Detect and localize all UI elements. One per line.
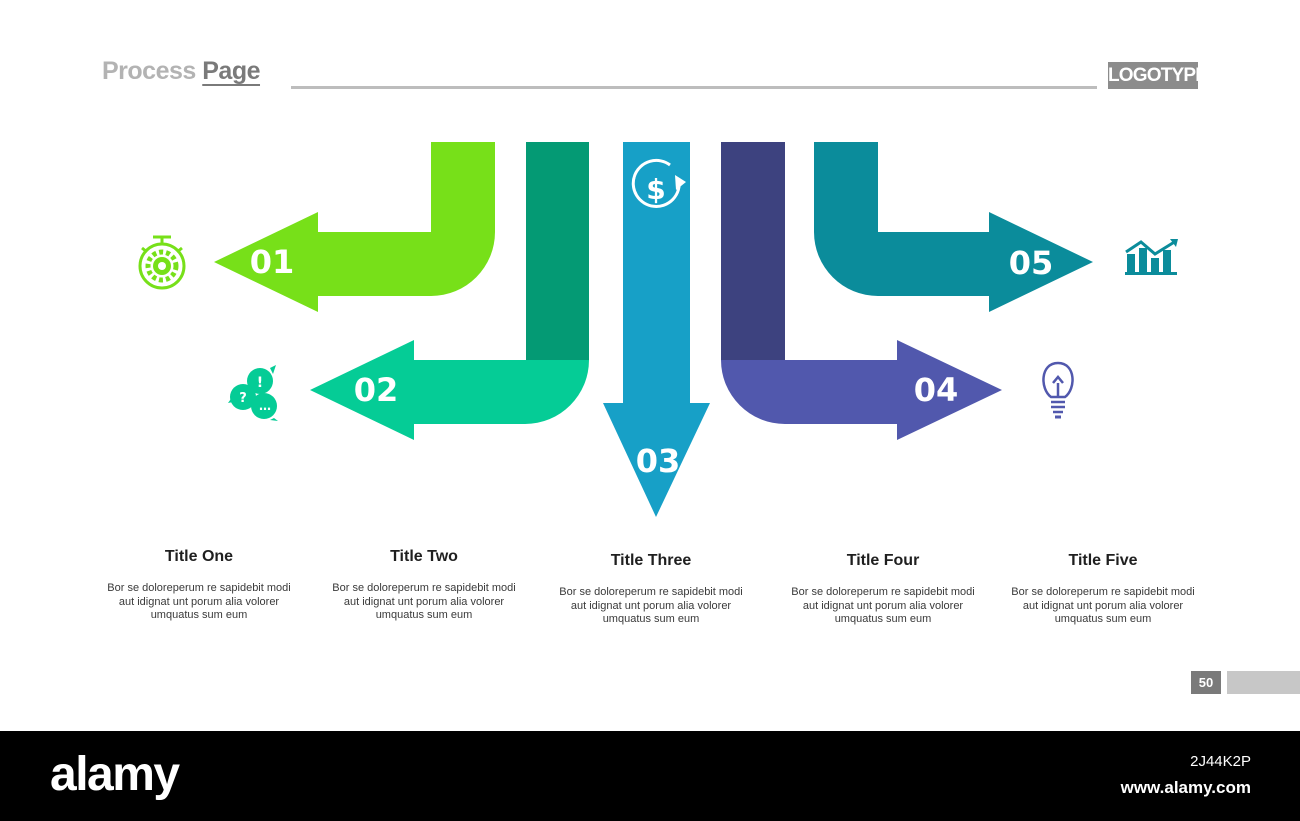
step-3-caption: Title Three Bor se doloreperum re sapide… [551, 552, 751, 627]
step-2-title: Title Two [390, 548, 458, 565]
step-3-text: Bor se doloreperum re sapidebit modi aut… [559, 586, 743, 625]
page-number-bar [1227, 671, 1300, 694]
step-1-caption: Title One Bor se doloreperum re sapidebi… [99, 548, 299, 623]
step-5-title: Title Five [1068, 552, 1138, 569]
arrow-02-stem [526, 142, 589, 360]
footer-image-id: 2J44K2P [1190, 753, 1251, 770]
page-title-part2: Page [202, 57, 261, 85]
lightbulb-icon [1042, 361, 1074, 419]
arrow-01-body [214, 142, 495, 312]
dollar-cycle-icon: $ [631, 158, 686, 208]
step-2-caption: Title Two Bor se doloreperum re sapidebi… [324, 548, 524, 623]
stopwatch-gear-icon [138, 235, 186, 290]
step-4-caption: Title Four Bor se doloreperum re sapideb… [783, 552, 983, 627]
footer-url: www.alamy.com [1120, 778, 1251, 797]
step-4-text: Bor se doloreperum re sapidebit modi aut… [791, 586, 975, 625]
step-5-text: Bor se doloreperum re sapidebit modi aut… [1011, 586, 1195, 625]
arrow-01-number: 01 [250, 243, 295, 281]
step-5-caption: Title Five Bor se doloreperum re sapideb… [1003, 552, 1203, 627]
growth-chart-icon [1125, 239, 1178, 275]
process-diagram: 01 02 03 04 05 [138, 142, 1178, 517]
footer-brand: alamy [50, 748, 180, 801]
arrow-05-number: 05 [1009, 244, 1054, 282]
slide: Process Page LOGOTYPE 01 02 03 04 [99, 57, 1300, 694]
page-title: Process Page [102, 57, 261, 86]
arrow-02-number: 02 [354, 371, 399, 409]
arrow-04-stem [721, 142, 785, 360]
process-arrow-05: 05 [814, 142, 1093, 312]
svg-text:!: ! [257, 375, 263, 391]
watermark-footer: alamy 2J44K2P www.alamy.com [0, 731, 1300, 821]
step-3-title: Title Three [610, 552, 692, 569]
arrow-03-number: 03 [636, 442, 681, 480]
svg-text:…: … [259, 399, 271, 413]
step-4-title: Title Four [846, 552, 920, 569]
header-divider [291, 86, 1097, 89]
step-2-text: Bor se doloreperum re sapidebit modi aut… [332, 582, 516, 621]
arrow-04-body [721, 340, 1002, 440]
arrow-04-number: 04 [914, 371, 959, 409]
arrow-02-body [310, 340, 589, 440]
logo: LOGOTYPE [1108, 62, 1208, 89]
process-arrow-02: 02 [310, 142, 589, 440]
page-number: 50 [1191, 671, 1221, 694]
arrow-03-body [603, 142, 710, 517]
svg-text:$: $ [646, 173, 665, 206]
process-arrow-01: 01 [214, 142, 495, 312]
step-1-title: Title One [164, 548, 234, 565]
process-arrow-03: 03 [603, 142, 710, 517]
arrow-05-body [814, 142, 1093, 312]
svg-text:?: ? [239, 391, 247, 406]
process-arrow-04: 04 [721, 142, 1002, 440]
step-1-text: Bor se doloreperum re sapidebit modi aut… [107, 582, 291, 621]
page-title-part1: Process [102, 57, 196, 85]
chat-bubbles-icon: ! ? … [228, 365, 278, 421]
